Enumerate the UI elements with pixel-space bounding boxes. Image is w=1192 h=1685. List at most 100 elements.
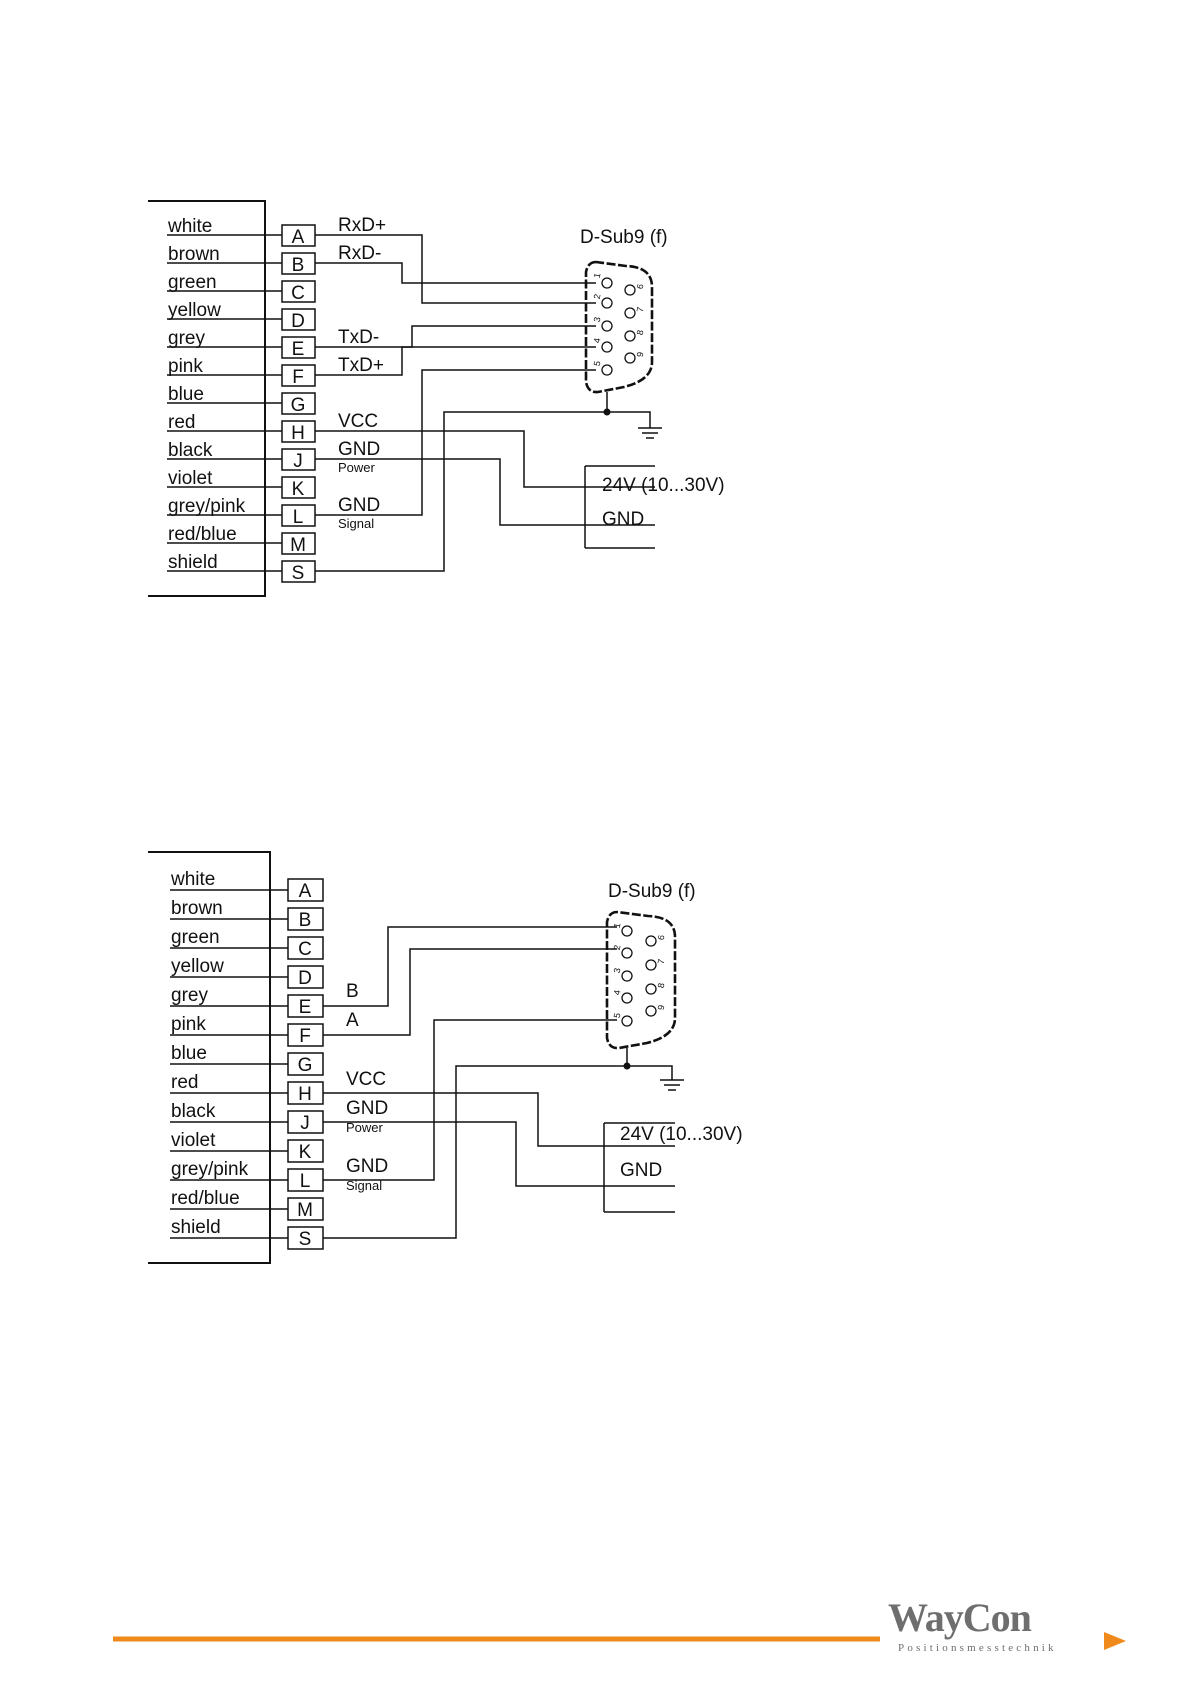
pin-letter-a: A [299,881,312,902]
dsub9-connector: D-Sub9 (f) 1 2 3 4 5 6 7 8 9 [580,227,668,394]
cable-bracket [148,200,266,597]
pin-letter-b: B [299,910,312,931]
wire-label-yellow: yellow [168,300,221,321]
dsub-pin-1: 1 [592,272,603,279]
wire-label-violet: violet [168,468,213,489]
terminal-block: A B C D E F G H J K L M S [281,224,316,584]
pin-letter-m: M [290,535,306,556]
wire-stubs [167,234,282,572]
pin-letter-s: S [292,563,305,584]
connector-title: D-Sub9 (f) [608,881,696,902]
dsub-pin-7: 7 [656,958,667,965]
pin-letter-c: C [291,283,305,304]
power-supply-block: 24V (10...30V) GND [602,475,725,530]
signal-label-vcc: VCC [346,1069,386,1090]
signal-label-gnd-signal: GND [346,1156,388,1177]
pin-letter-a: A [292,227,305,248]
power-label-24v: 24V (10...30V) [620,1124,743,1145]
wiring-diagram-2: white brown green yellow grey pink blue … [148,851,743,1264]
dsub-pin-3: 3 [592,316,603,323]
power-label-gnd: GND [602,509,644,530]
dsub-pin-5: 5 [592,360,603,367]
wire-label-pink: pink [171,1014,206,1035]
wire-label-blue: blue [168,384,204,405]
dsub9-shell [605,910,677,1050]
terminal-pin-c [287,936,324,960]
signal-label-rxd-plus: RxD+ [338,215,386,236]
signal-label-gnd-power: GND [338,439,380,460]
pin-letter-g: G [291,395,306,416]
dsub9-shell [584,260,654,394]
wire-label-grey-pink: grey/pink [168,496,246,517]
wire-label-white: white [167,216,212,237]
wire-label-brown: brown [168,244,220,265]
wire-label-black: black [171,1101,216,1122]
wire-label-grey: grey [168,328,205,349]
wire-label-grey: grey [171,985,208,1006]
pin-letter-e: E [299,997,312,1018]
signal-label-vcc: VCC [338,411,378,432]
waycon-logo: WayCon Positionsmesstechnik [888,1595,1126,1654]
dsub9-connector: D-Sub9 (f) 1 2 3 4 5 6 7 8 9 [605,881,696,1050]
logo-wordmark: WayCon [888,1595,1032,1640]
power-label-24v: 24V (10...30V) [602,475,725,496]
pin-letter-d: D [298,968,312,989]
terminal-pin-g [287,1052,324,1076]
dsub-pin-1: 1 [612,922,623,929]
signal-label-gnd-power: GND [346,1098,388,1119]
dsub-pin-9: 9 [656,1004,667,1011]
pin-letter-j: J [300,1113,310,1134]
page-footer: WayCon Positionsmesstechnik [113,1595,1126,1654]
dsub-pin-7: 7 [635,306,646,313]
dsub-pin-2: 2 [592,293,603,300]
terminal-pin-m [281,532,316,555]
wire-label-red-blue: red/blue [168,524,237,545]
sublabel-power: Power [338,460,376,475]
signal-label-b: B [346,981,359,1002]
pin-letter-l: L [300,1171,311,1192]
wire-label-white: white [170,869,215,890]
dsub-pin-5: 5 [612,1012,623,1019]
dsub-pin-6: 6 [656,934,667,941]
signal-label-rxd-minus: RxD- [338,243,381,264]
shield-junction-dot [603,408,611,416]
cable-bracket [148,851,271,1264]
wiring-diagram-1: white brown green yellow grey pink blue … [148,200,725,597]
logo-tagline: Positionsmesstechnik [898,1642,1057,1654]
wire-label-black: black [168,440,213,461]
logo-arrow-icon [1104,1632,1126,1650]
dsub-pin-9: 9 [635,351,646,358]
wire-label-blue: blue [171,1043,207,1064]
dsub-pin-4: 4 [612,989,623,996]
pin-letter-e: E [292,339,305,360]
wire-color-labels: white brown green yellow grey pink blue … [170,869,249,1238]
dsub-pin-2: 2 [612,944,623,951]
terminal-pin-d [281,308,316,331]
wire-label-shield: shield [171,1217,221,1238]
pin-letter-h: H [298,1084,312,1105]
wiring-lines [323,926,684,1239]
wire-label-shield: shield [168,552,218,573]
terminal-pin-k [281,476,316,499]
wire-label-pink: pink [168,356,203,377]
signal-label-a: A [346,1010,359,1031]
signal-label-txd-plus: TxD+ [338,355,384,376]
pin-letter-g: G [298,1055,313,1076]
pin-letter-k: K [299,1142,312,1163]
pin-letter-c: C [298,939,312,960]
ground-symbol [638,427,662,439]
wire-stubs [170,889,288,1239]
signal-label-txd-minus: TxD- [338,327,379,348]
wire-label-red: red [168,412,195,433]
dsub-pin-3: 3 [612,967,623,974]
power-supply-block: 24V (10...30V) GND [620,1124,743,1181]
terminal-pin-a [287,878,324,902]
wire-label-red-blue: red/blue [171,1188,240,1209]
dsub-pin-4: 4 [592,337,603,344]
ground-symbol [660,1079,684,1091]
terminal-pin-g [281,392,316,415]
wiring-lines [315,234,662,572]
terminal-pin-k [287,1139,324,1163]
wire-label-violet: violet [171,1130,216,1151]
